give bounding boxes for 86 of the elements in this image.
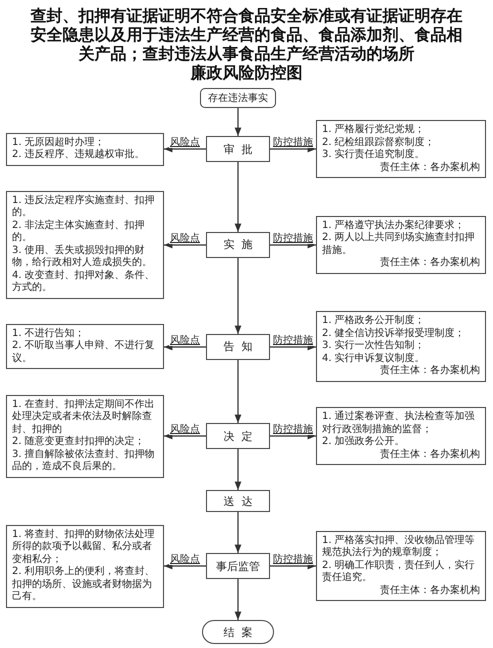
edge-label: 防控措施 xyxy=(272,335,314,346)
step-label: 审批 xyxy=(224,142,259,157)
process-box xyxy=(206,232,270,258)
edge-label: 风险点 xyxy=(169,554,201,565)
list-item: 3. 擅自解除被依法查封、扣押物品的，造成不良后果的。 xyxy=(12,448,156,474)
list-item: 1. 严格落实扣押、没收物品管理等规范执法行为的规章制度； xyxy=(322,534,476,560)
responsibility-note: 责任主体：各办案机构 xyxy=(379,365,480,378)
list-item: 1. 在查封、扣押法定期间不作出处理决定或者未依法及时解除查封、扣押的 xyxy=(12,398,156,436)
list-item: 2. 不听取当事人申辩、不进行复议。 xyxy=(12,340,156,366)
subtitle: 廉政风险防控图 xyxy=(189,63,304,82)
process-box xyxy=(206,334,270,360)
arrow xyxy=(234,579,242,620)
edge-label: 防控措施 xyxy=(272,233,314,244)
edge-label: 防控措施 xyxy=(272,137,314,148)
process-box xyxy=(206,423,270,450)
edge-label: 风险点 xyxy=(169,137,201,148)
risk-box xyxy=(6,324,164,370)
list-item: 2. 随意变更查封扣押的决定； xyxy=(12,436,146,448)
risk-box xyxy=(6,132,164,166)
responsibility-note: 责任主体：各办案机构 xyxy=(379,257,480,270)
list-item: 1. 通过案卷评查、执法检查等加强对行政强制措施的监督； xyxy=(322,411,476,436)
arrow xyxy=(270,344,316,350)
control-measures-box xyxy=(316,120,486,178)
step-label: 告知 xyxy=(224,339,259,354)
arrow xyxy=(164,146,206,152)
arrow xyxy=(270,432,316,440)
step-label: 结案 xyxy=(224,624,259,640)
step-label: 实施 xyxy=(224,237,259,252)
arrow xyxy=(234,512,242,553)
list-item: 1. 严格履行党纪党规； xyxy=(322,124,426,136)
title: 查封、扣押有证据证明不符合食品安全标准或有证据证明存在安全隐患以及用于违法生产经营的食品、食品添加剂、食品相关产品；查封违法从事食品生产经营活动的场所 xyxy=(30,6,463,63)
edge-label: 防控措施 xyxy=(272,424,314,435)
arrow xyxy=(234,360,242,423)
list-item: 1. 违反法定程序实施查封、扣押的。 xyxy=(12,194,156,220)
control-measures-box xyxy=(316,311,486,382)
list-item: 2. 加强政务公开。 xyxy=(322,436,406,448)
arrow xyxy=(234,258,242,334)
responsibility-note: 责任主体：各办案机构 xyxy=(379,584,480,598)
edge-label: 风险点 xyxy=(169,233,201,244)
arrow xyxy=(164,242,206,248)
control-measures-box xyxy=(316,216,486,274)
risk-box xyxy=(6,524,164,608)
arrow xyxy=(234,162,242,232)
list-item: 2. 违反程序、违规越权审批。 xyxy=(12,149,146,162)
arrow xyxy=(234,449,242,490)
edge-label: 防控措施 xyxy=(272,554,314,565)
list-item: 1. 将查封、扣押的财物依法处理所得的款项予以截留、私分或者变相私分； xyxy=(12,528,156,566)
list-item: 3. 实行责任追究制度。 xyxy=(322,149,426,162)
process-box xyxy=(206,490,270,512)
list-item: 2. 健全信访投诉举报受理制度； xyxy=(322,328,466,340)
control-measures-box xyxy=(316,407,486,466)
arrow xyxy=(164,432,206,440)
list-item: 3. 使用、丢失或损毁扣押的财物，给行政相对人造成损失的。 xyxy=(12,244,153,270)
list-item: 2. 纪检组跟踪督察制度； xyxy=(322,136,436,148)
edge-label: 风险点 xyxy=(169,424,201,435)
step-label: 事后监管 xyxy=(216,558,260,574)
arrow xyxy=(234,108,242,136)
list-item: 4. 改变查封、扣押对象、条件、方式的。 xyxy=(12,270,156,295)
arrow xyxy=(164,562,206,570)
list-item: 3. 实行一次性告知制； xyxy=(322,340,426,352)
step-label: 送达 xyxy=(224,494,259,509)
step-label: 决定 xyxy=(224,428,259,444)
arrow xyxy=(164,344,206,350)
process-box xyxy=(206,136,270,162)
process-box xyxy=(206,553,270,580)
edge-label: 风险点 xyxy=(169,335,201,346)
list-item: 2. 两人以上共同到场实施查封扣押措施。 xyxy=(322,232,476,256)
risk-box xyxy=(6,190,164,299)
responsibility-note: 责任主体：各办案机构 xyxy=(379,162,480,174)
responsibility-note: 责任主体：各办案机构 xyxy=(379,448,480,462)
risk-box xyxy=(6,394,164,478)
list-item: 4. 实行申诉复议制度。 xyxy=(322,352,426,364)
list-item: 1. 无原因超时办理； xyxy=(12,136,106,148)
list-item: 2. 利用职务上的便利，将查封、扣押的场所、设施或者财物据为己有。 xyxy=(12,566,156,604)
list-item: 1. 严格政务公开制度； xyxy=(322,315,426,328)
end-terminal xyxy=(202,620,274,644)
arrow xyxy=(270,242,316,248)
arrow xyxy=(270,562,316,570)
control-measures-box xyxy=(316,530,486,602)
list-item: 1. 不进行告知； xyxy=(12,328,86,340)
arrow xyxy=(270,146,316,152)
step-label: 存在违法事实 xyxy=(208,92,268,105)
start-terminal xyxy=(200,88,276,108)
list-item: 2. 非法定主体实施查封、扣押的。 xyxy=(12,220,146,244)
list-item: 2. 明确工作职责，责任到人，实行责任追究。 xyxy=(322,560,476,584)
list-item: 1. 严格遵守执法办案纪律要求； xyxy=(322,220,466,232)
